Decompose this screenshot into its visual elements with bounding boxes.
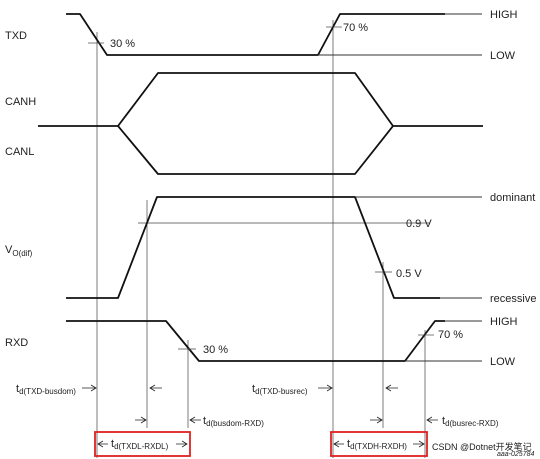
timing-txd-busrec-main: t [252,383,255,395]
timing-busdom-rxd-main: t [203,415,206,427]
rxd-high-label: HIGH [490,316,518,328]
figure-id: aaa-025784 [497,451,534,458]
rxd-label: RXD [5,337,28,349]
txdl-rxdl-box: td(TXDL-RXDL) [94,431,191,457]
arrow-busrec-right [385,384,398,392]
reference-lines [96,20,426,458]
v-05-label: 0.5 V [396,268,422,280]
arrow-busdom-left [149,384,162,392]
txd-low-label: LOW [490,50,516,62]
arrow-txd-busdom [82,384,97,392]
txdh-rxdh-arrow-right [413,440,425,448]
timing-txdl-rxdl-label: td(TXDL-RXDL) [111,438,169,451]
txd-high-label: HIGH [490,9,518,21]
txdh-rxdh-box: td(TXDH-RXDH) [330,431,428,457]
timing-txdl-rxdl-sub: d(TXDL-RXDL) [114,442,169,451]
arrow-txd-busrec [318,384,333,392]
timing-txdh-rxdh-sub: d(TXDH-RXDH) [350,442,407,451]
arrow-busdom-rxd-left [135,416,147,424]
timing-txd-busrec-sub: d(TXD-busrec) [255,387,308,396]
recessive-label: recessive [490,293,536,305]
rxd-low-label: LOW [490,356,516,368]
txdl-rxdl-arrow-right [176,440,188,448]
timing-busrec-rxd-main: t [442,415,445,427]
txdl-rxdl-box-frame [94,431,191,457]
vodif-label: VO(dif) [5,244,33,258]
timing-arrows [82,384,438,424]
dominant-label: dominant [490,192,535,204]
timing-txd-busdom-main: t [16,383,19,395]
txd-70-label: 70 % [343,22,368,34]
arrow-busdom-rxd-right [189,416,201,424]
rxd-waveform [66,320,445,362]
timing-txdl-rxdl-main: t [111,438,114,450]
arrow-busrec-rxd-left [370,416,383,424]
csdn-watermark: CSDN @Dotnet开发笔记 [432,441,532,452]
txd-waveform [66,13,445,56]
arrow-busrec-rxd-right [426,416,438,424]
timing-busrec-rxd-label: td(busrec-RXD) [442,415,499,428]
txdl-rxdl-arrow-left [97,440,108,448]
canl-waveform [117,125,394,175]
txd-30-label: 30 % [110,38,135,50]
vodif-label-main: V [5,244,13,256]
rxd-30-label: 30 % [203,344,228,356]
vodif-waveform [66,196,440,299]
timing-busdom-rxd-label: td(busdom-RXD) [203,415,264,428]
txd-label: TXD [5,30,27,42]
rxd-70-label: 70 % [438,329,463,341]
timing-busdom-rxd-sub: d(busdom-RXD) [206,419,264,428]
vodif-label-sub: O(dif) [12,249,32,258]
timing-txd-busdom-label: td(TXD-busdom) [16,383,76,396]
txdh-rxdh-arrow-left [333,440,344,448]
canh-label: CANH [5,96,36,108]
timing-txd-busdom-sub: d(TXD-busdom) [19,387,76,396]
timing-txd-busrec-label: td(TXD-busrec) [252,383,308,396]
timing-txdh-rxdh-label: td(TXDH-RXDH) [347,438,407,451]
timing-busrec-rxd-sub: d(busrec-RXD) [445,419,499,428]
canl-label: CANL [5,146,34,158]
v-09-label: 0.9 V [406,218,432,230]
timing-txdh-rxdh-main: t [347,438,350,450]
canh-waveform [38,72,483,127]
txdh-rxdh-box-frame [330,431,428,457]
